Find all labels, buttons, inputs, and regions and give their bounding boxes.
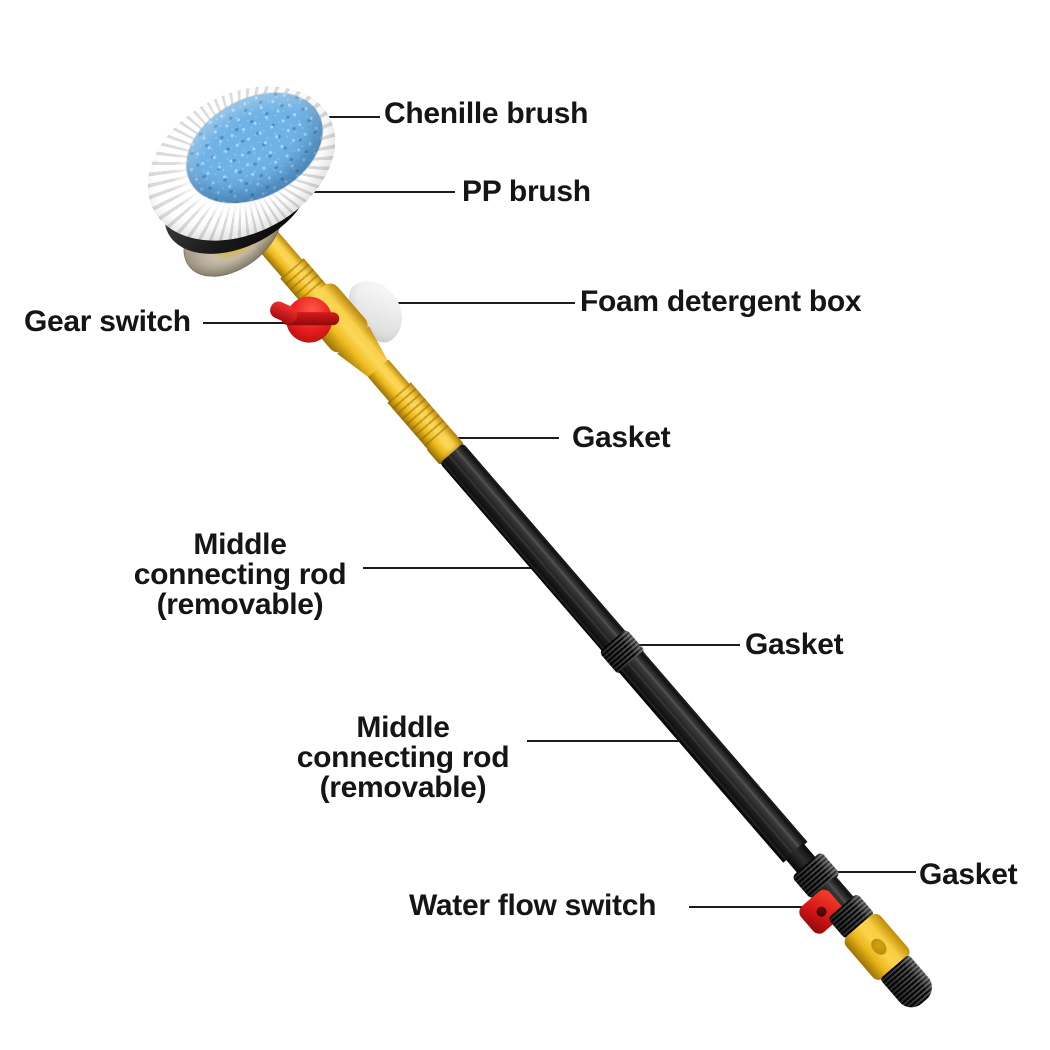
label-middle-connecting-rod-2: Middle connecting rod (removable)	[296, 711, 510, 804]
leader-line-gear-switch	[203, 322, 304, 324]
label-gasket-middle: Gasket	[745, 628, 844, 661]
label-water-flow-switch: Water flow switch	[409, 889, 657, 922]
leader-line-pp-brush	[302, 191, 455, 193]
leader-line-middle-rod-1	[363, 567, 537, 569]
connecting-rod-2	[618, 651, 808, 863]
leader-line-foam-detergent-box	[394, 302, 575, 304]
label-middle-connecting-rod-1: Middle connecting rod (removable)	[133, 528, 347, 621]
label-middle-rod-1-line-3: (removable)	[156, 588, 324, 621]
label-foam-detergent-box: Foam detergent box	[580, 285, 862, 318]
label-middle-rod-2-line-2: connecting rod	[296, 741, 510, 774]
label-gear-switch: Gear switch	[24, 305, 191, 338]
connecting-rod-1	[439, 442, 627, 653]
label-pp-brush: PP brush	[462, 175, 591, 208]
label-gasket-top: Gasket	[572, 421, 671, 454]
extension-pole-assembly	[227, 207, 978, 1050]
label-middle-rod-2-line-1: Middle	[356, 711, 450, 744]
leader-line-gasket-bottom	[827, 871, 916, 873]
leader-line-gasket-middle	[628, 644, 740, 646]
label-middle-rod-2-line-3: (removable)	[319, 771, 487, 804]
label-gasket-bottom: Gasket	[919, 858, 1018, 891]
label-middle-rod-1-line-1: Middle	[193, 528, 287, 561]
leader-line-gasket-top	[453, 437, 559, 439]
leader-line-middle-rod-2	[527, 740, 688, 742]
leader-line-water-flow-switch	[689, 906, 817, 908]
label-chenille-brush: Chenille brush	[384, 97, 589, 130]
label-middle-rod-1-line-2: connecting rod	[133, 558, 347, 591]
